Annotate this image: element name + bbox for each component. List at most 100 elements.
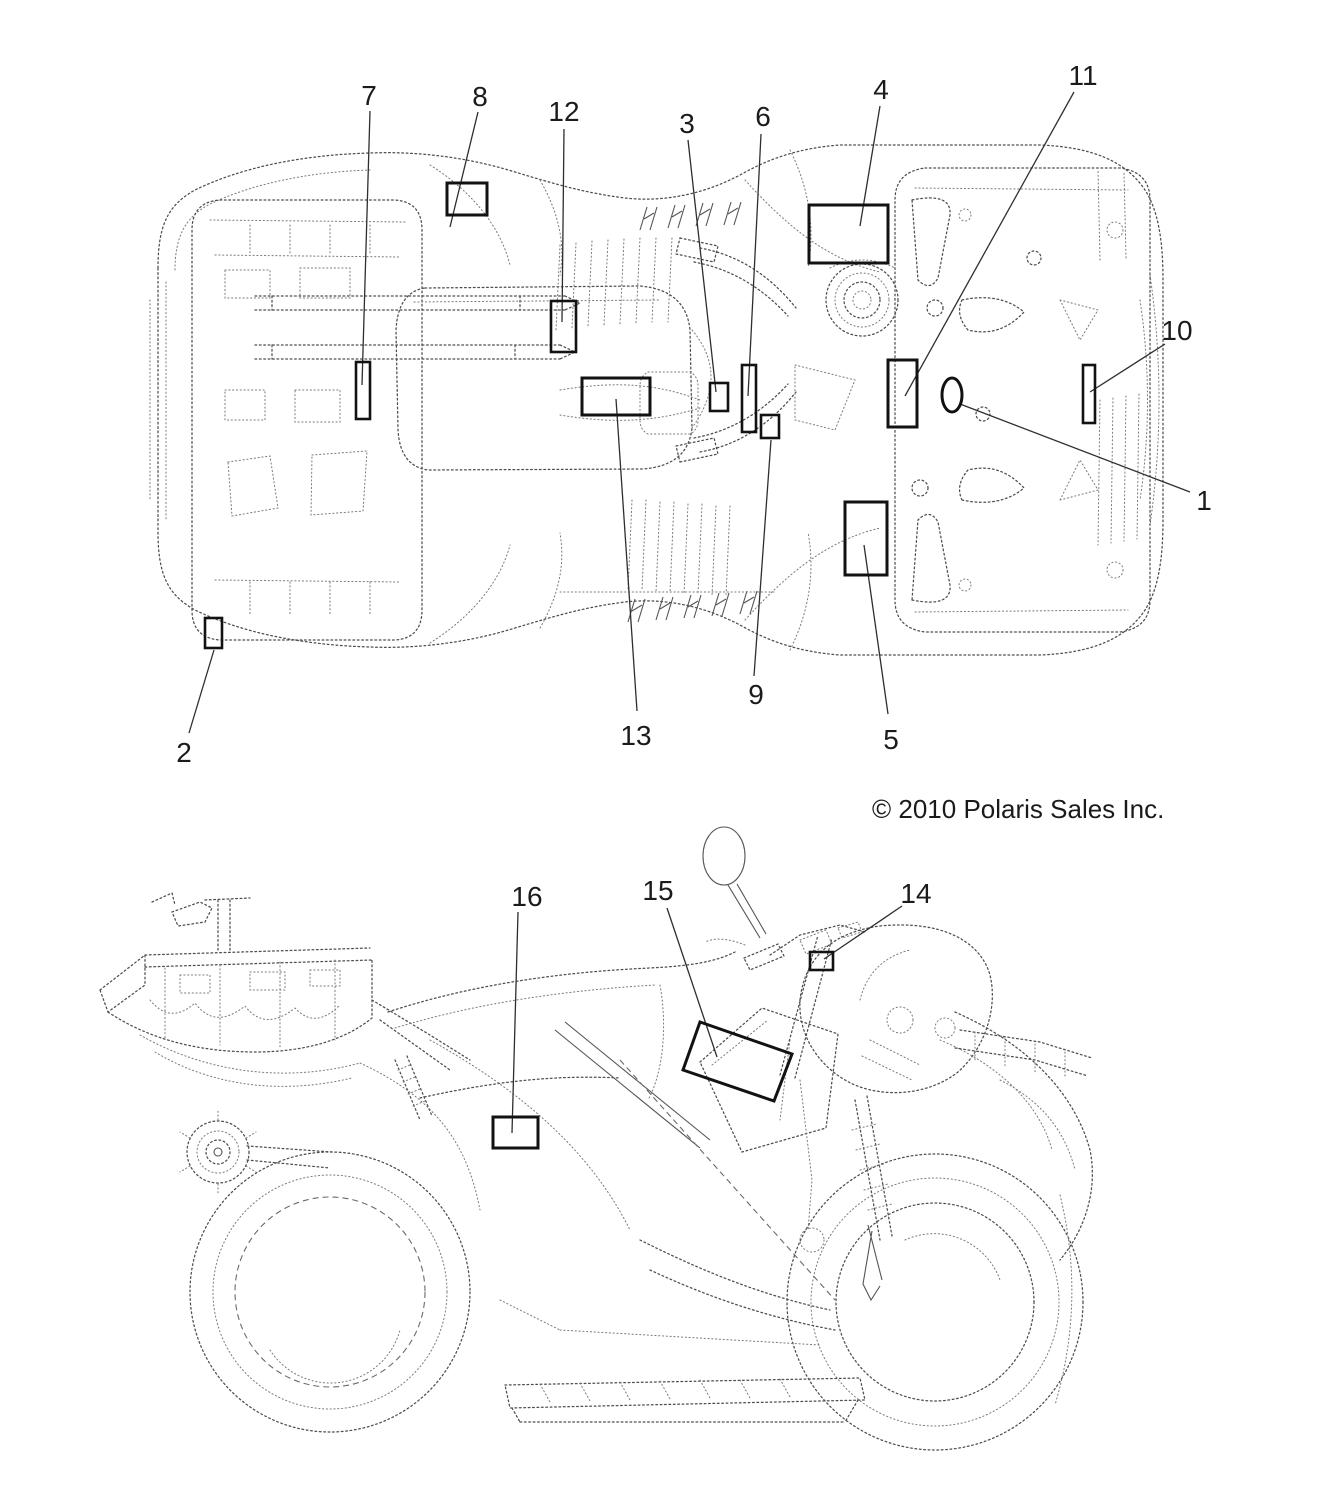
bolt-circle [975, 406, 991, 422]
callout-5-label: 5 [883, 724, 899, 755]
body-outline-path [157, 144, 1164, 656]
front-wheel [786, 1153, 1084, 1451]
callout-12-label: 12 [548, 96, 579, 127]
rear-wheel [189, 1151, 471, 1433]
callout-2-marker [203, 616, 224, 650]
callout-11-leader [904, 91, 1075, 397]
callout-13: 13 [580, 376, 652, 751]
headlight-pod-path [799, 924, 993, 1094]
top-view-drawing [149, 144, 1164, 656]
seat-side-path [387, 951, 736, 1099]
frame-diagonal-path [554, 1021, 711, 1149]
front-rack-inner-path [914, 169, 1140, 613]
callout-15: 15 [642, 875, 794, 1103]
callout-14: 14 [808, 878, 932, 972]
rear-rack-path [191, 199, 423, 641]
callout-14-leader [823, 905, 903, 960]
front-rack-path [894, 167, 1151, 633]
callout-3: 3 [679, 108, 730, 413]
floor-rib-path [555, 237, 731, 597]
seat-side-detail-path [394, 984, 665, 1231]
callout-3-marker [708, 381, 730, 413]
rack-hole [958, 578, 972, 592]
front-fender-detail-path [939, 1031, 1076, 1171]
seat-detail-path [413, 299, 712, 429]
mirror [702, 826, 767, 939]
tank-panel-path [699, 1007, 839, 1153]
shock-spring-path [851, 1123, 893, 1211]
callout-7-marker [354, 360, 372, 421]
front-rack-braces-path [1059, 299, 1099, 501]
rear-shock-path [139, 1034, 481, 1211]
controls-path [704, 921, 863, 955]
headlight-pod-detail-path [859, 949, 921, 1081]
callout-12-leader [561, 128, 565, 323]
steering-pod [794, 259, 899, 431]
callout-10: 10 [1081, 315, 1193, 425]
rear-rack-detail-path [209, 219, 406, 616]
callout-5-marker [843, 500, 889, 577]
callout-4-leader [859, 105, 881, 227]
callout-10-label: 10 [1161, 315, 1192, 346]
front-rack-cutouts-path [911, 197, 1025, 603]
callout-1-label: 1 [1196, 485, 1212, 516]
headlight-circle [886, 1006, 914, 1034]
rack-hole [1106, 221, 1124, 239]
callout-7-label: 7 [361, 80, 377, 111]
callout-12: 12 [548, 96, 580, 354]
bolt-circle [1026, 250, 1042, 266]
callout-16-leader [511, 911, 519, 1134]
bolt-circle [926, 299, 944, 317]
rack-handle [151, 892, 251, 951]
callout-5: 5 [843, 500, 899, 755]
callout-6-leader [747, 133, 762, 397]
callout-11-label: 11 [1068, 60, 1097, 91]
fender-crease-path [429, 149, 881, 651]
callout-1-marker [940, 376, 964, 414]
tunnel-detail-path [559, 371, 776, 593]
callout-13-leader [615, 398, 638, 712]
callout-4-label: 4 [873, 74, 889, 105]
steering-path [743, 924, 866, 1079]
callout-6-label: 6 [755, 101, 771, 132]
seat-path [395, 285, 693, 471]
callout-7: 7 [354, 80, 377, 421]
rack-crossbar-path [254, 295, 582, 360]
callout-8-label: 8 [472, 81, 488, 112]
callout-4-marker [807, 203, 890, 265]
callout-7-leader [361, 110, 371, 386]
rack-hole [958, 208, 972, 222]
callout-16-label: 16 [511, 881, 542, 912]
callout-8-leader [449, 111, 479, 228]
callout-3-label: 3 [679, 108, 695, 139]
tank-panel-detail-path [711, 1019, 813, 1231]
callout-9: 9 [748, 413, 781, 710]
callout-2: 2 [176, 616, 224, 768]
bolt-circle [911, 479, 929, 497]
callout-13-label: 13 [620, 720, 651, 751]
callout-1: 1 [940, 376, 1212, 516]
body-inner-outline-path [149, 169, 1160, 526]
front-fender-path [954, 1011, 1093, 1261]
footboard [499, 1299, 866, 1423]
rack-hole [1106, 561, 1124, 579]
callout-10-leader [1089, 343, 1166, 393]
callout-12-marker [549, 299, 578, 354]
callout-15-marker [681, 1020, 794, 1103]
callout-10-marker [1081, 363, 1097, 425]
rear-frame-path [246, 999, 471, 1169]
rear-rack-side [99, 892, 373, 1053]
callout-16: 16 [491, 881, 543, 1150]
callout-1-leader [959, 403, 1191, 493]
side-view: 14 15 16 [99, 826, 1093, 1451]
pivot-circle [799, 1227, 825, 1253]
callout-6: 6 [740, 101, 771, 434]
headlight-circle [934, 1017, 956, 1039]
callout-16-marker [491, 1115, 540, 1150]
callout-14-marker [808, 950, 835, 972]
callout-15-label: 15 [642, 875, 673, 906]
top-view: 1 2 3 4 5 6 7 [149, 60, 1212, 768]
callout-11: 11 [886, 60, 1098, 429]
